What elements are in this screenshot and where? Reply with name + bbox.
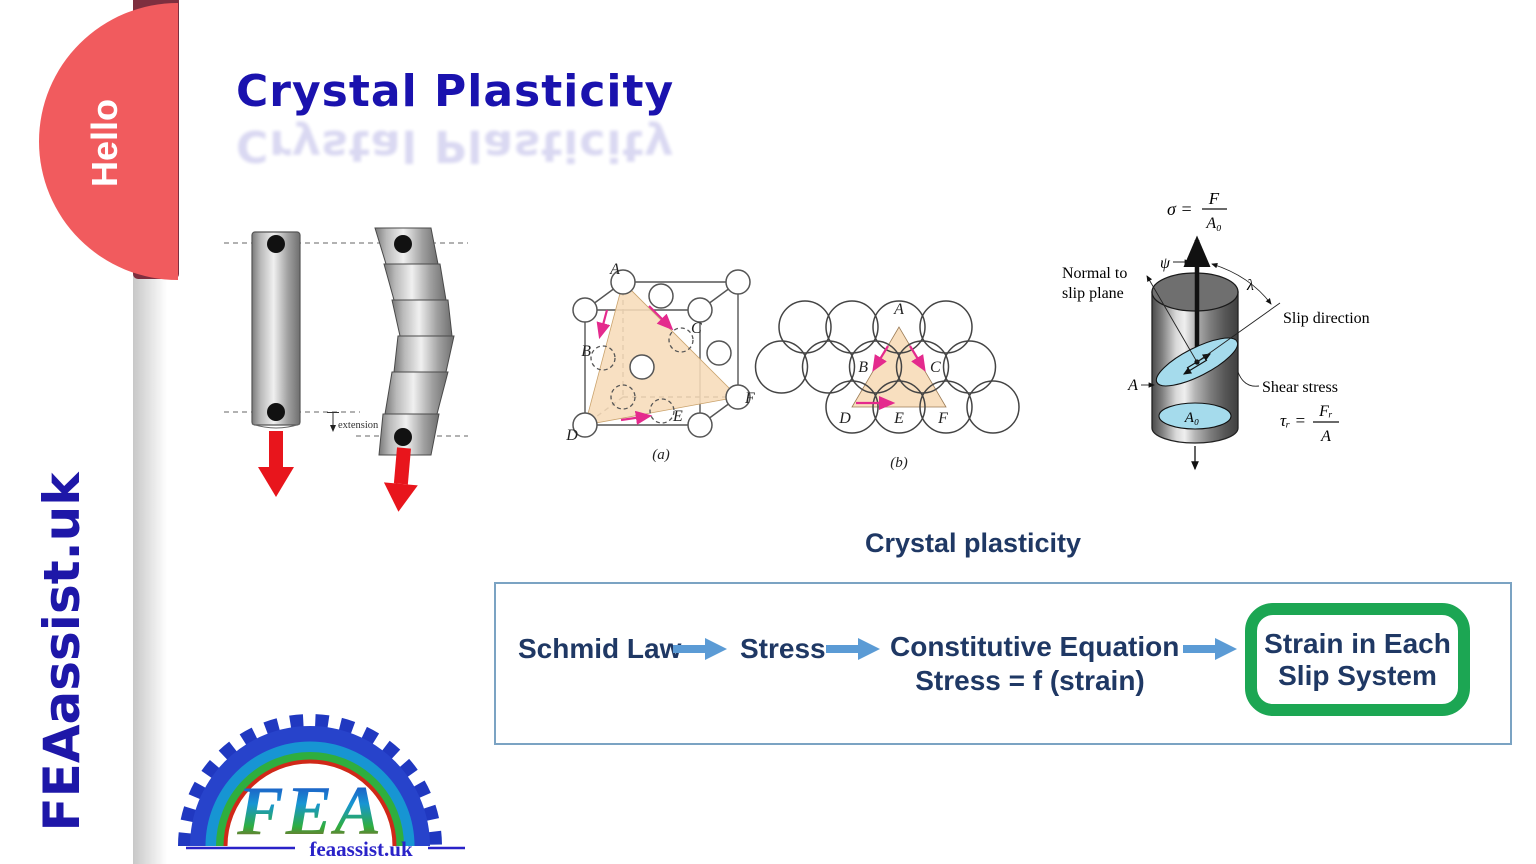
- normal-stress-formula: σ = F A₀: [1167, 189, 1227, 232]
- constitutive-line2: Stress = f (strain): [915, 665, 1145, 696]
- extension-marker: extension: [327, 412, 379, 432]
- svg-text:τᵣ =: τᵣ =: [1280, 411, 1306, 430]
- tension-specimens-figure: extension: [224, 227, 468, 512]
- svg-text:A: A: [1320, 428, 1331, 445]
- packed-atoms: [754, 300, 1020, 434]
- svg-text:A₀: A₀: [1205, 215, 1221, 232]
- lambda-arc: [1211, 263, 1272, 305]
- flow-arrow-icon: [673, 638, 727, 660]
- atom-label-c: C: [930, 359, 941, 376]
- psi-label: ψ: [1160, 255, 1171, 272]
- schmid-law-figure: σ = F A₀ A₀ ψ λ Normal to sl: [1062, 189, 1370, 471]
- flow-arrow-icon: [1183, 638, 1237, 660]
- atom-label-e: E: [672, 408, 683, 425]
- unit-cell-slip-plane-figure: A B C D E F (a): [565, 261, 755, 463]
- load-arrow-slipped: [383, 447, 418, 512]
- shear-pointer: [1237, 371, 1260, 387]
- constitutive-line1: Constitutive Equation: [890, 631, 1180, 662]
- svg-text:σ =: σ =: [1167, 199, 1193, 219]
- atom-label-f: F: [937, 410, 948, 427]
- slip-direction-label: Slip direction: [1283, 310, 1370, 327]
- shear-stress-formula: τᵣ = Fᵣ A: [1280, 403, 1339, 445]
- flow-arrow-icon: [826, 638, 880, 660]
- strain-line1: Strain in Each: [1264, 627, 1451, 659]
- area-label: A: [1127, 377, 1138, 394]
- shear-stress-label: Shear stress: [1262, 379, 1338, 396]
- atom-label-a: A: [893, 301, 904, 318]
- flow-step-stress: Stress: [740, 633, 826, 664]
- svg-text:Fᵣ: Fᵣ: [1318, 403, 1333, 420]
- logo-acronym: FEA: [236, 773, 383, 850]
- gauge-dot: [267, 403, 285, 421]
- slip-direction-line: [1196, 302, 1281, 363]
- gauge-dot: [394, 235, 412, 253]
- normal-label-line2: slip plane: [1062, 285, 1124, 302]
- undeformed-specimen: [251, 231, 301, 497]
- flow-heading: Crystal plasticity: [864, 528, 1082, 558]
- site-watermark: FEAassist.uk: [33, 472, 91, 832]
- atom-label-e: E: [893, 410, 904, 427]
- gauge-dot: [394, 428, 412, 446]
- close-packed-plane-figure: A B C D E F (b): [754, 300, 1020, 471]
- page-title: Crystal Plasticity: [236, 66, 675, 117]
- atom-label-b: B: [858, 359, 868, 376]
- normal-label-line1: Normal to: [1062, 265, 1127, 282]
- area0-label: A₀: [1184, 410, 1199, 426]
- gear-arch: [178, 714, 442, 847]
- caption-b: (b): [890, 455, 908, 471]
- normal-line: [1146, 275, 1198, 363]
- atom-label-c: C: [691, 320, 702, 337]
- page-title-reflection: Crystal Plasticity: [236, 120, 675, 171]
- load-arrow: [269, 431, 283, 468]
- atom-label-a: A: [609, 261, 620, 278]
- load-arrow-head: [258, 467, 294, 497]
- fea-logo: FEA feaassist.uk: [178, 714, 465, 860]
- slip-plane-triangle: [584, 281, 739, 426]
- flow-step-constitutive: Constitutive Equation Stress = f (strain…: [890, 630, 1180, 698]
- gauge-dot: [267, 235, 285, 253]
- caption-a: (a): [652, 447, 670, 463]
- slip-direction-arrows: [596, 305, 674, 425]
- atom-label-b: B: [581, 343, 591, 360]
- logo-site: feaassist.uk: [309, 837, 413, 860]
- atom-label-d: D: [838, 410, 851, 427]
- strain-line2: Slip System: [1278, 659, 1437, 691]
- svg-text:F: F: [1208, 189, 1220, 208]
- atom-label-f: F: [744, 390, 755, 407]
- ribbon-label: Hello: [84, 99, 125, 188]
- extension-label: extension: [338, 420, 379, 431]
- slip-direction-arrows: [856, 345, 926, 411]
- corner-atoms: [572, 269, 751, 438]
- flow-step-strain-highlight: Strain in Each Slip System: [1245, 603, 1470, 716]
- atom-label-d: D: [565, 427, 578, 444]
- flow-step-schmid-law: Schmid Law: [518, 633, 682, 664]
- cross-section-ellipse: [1158, 402, 1232, 430]
- slipped-specimen: [374, 227, 455, 456]
